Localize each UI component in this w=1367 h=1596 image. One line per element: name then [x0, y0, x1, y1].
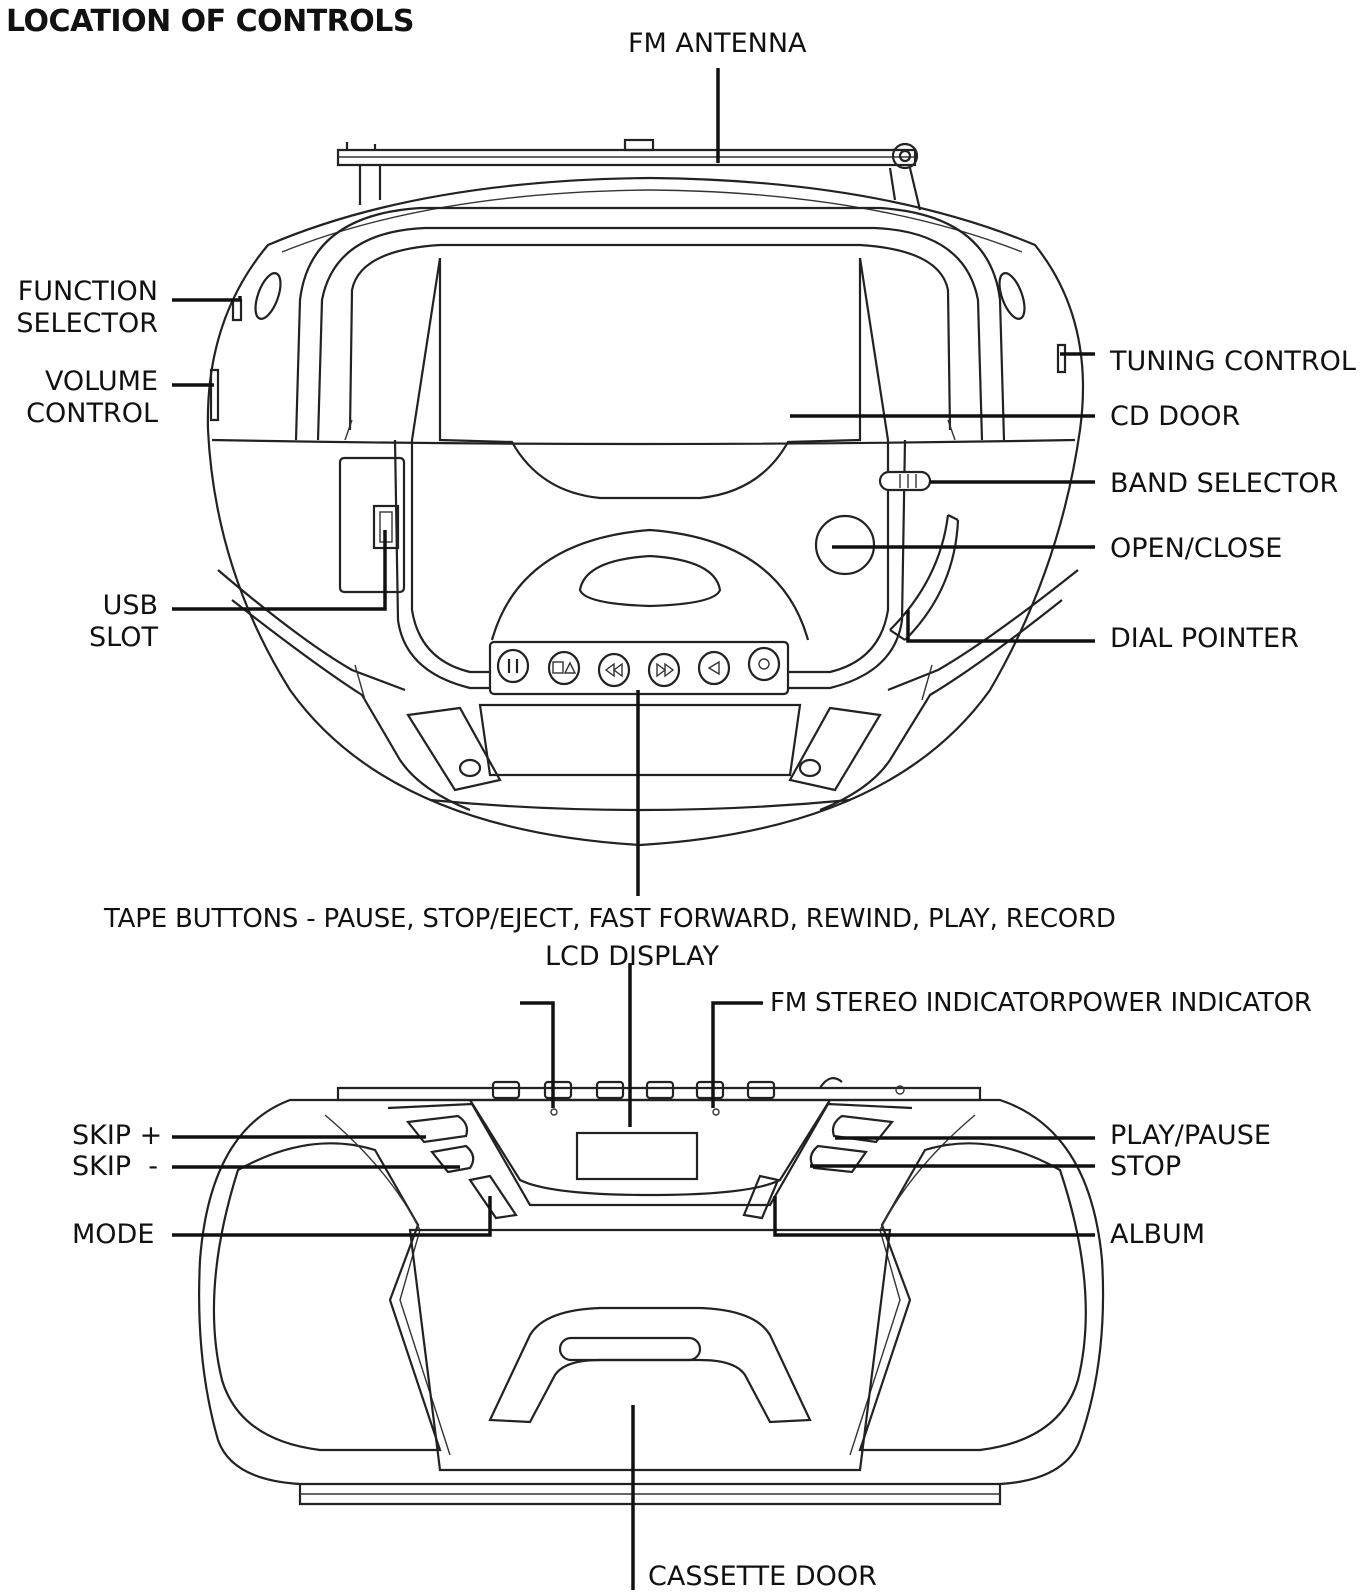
- page-title: LOCATION OF CONTROLS: [6, 4, 415, 39]
- leader-lines: [172, 68, 1095, 1590]
- front-view-unit: [198, 1077, 1105, 1506]
- play-pause-button: [831, 1114, 895, 1144]
- cd-window-dome: [490, 528, 810, 641]
- label-usb-slot: USB SLOT: [89, 590, 158, 653]
- label-lcd-display: LCD DISPLAY: [545, 941, 719, 972]
- band-selector-switch: [878, 470, 932, 492]
- label-open-close: OPEN/CLOSE: [1110, 533, 1283, 564]
- pause-icon: [496, 648, 530, 684]
- album-button: [742, 1174, 780, 1220]
- record-icon: [747, 646, 781, 682]
- stop-eject-icon: [547, 650, 581, 686]
- label-mode: MODE: [72, 1219, 155, 1250]
- label-cassette-door: CASSETTE DOOR: [648, 1561, 877, 1592]
- tape-buttons: [496, 646, 781, 688]
- label-band-selector: BAND SELECTOR: [1110, 468, 1339, 499]
- label-skip-plus: SKIP +: [72, 1120, 163, 1151]
- play-icon: [697, 650, 731, 686]
- front-body-outline: [198, 1098, 1105, 1486]
- tape-button-panel: [488, 640, 790, 696]
- cassette-door-outline: [408, 1228, 892, 1472]
- open-close-button: [814, 514, 876, 576]
- mode-button: [468, 1174, 518, 1220]
- skip-minus-button: [429, 1144, 475, 1174]
- usb-panel: [338, 456, 406, 594]
- label-skip-minus: SKIP -: [72, 1151, 158, 1182]
- center-control-panel: [469, 1099, 831, 1197]
- top-buttons-row: [491, 1080, 776, 1100]
- label-dial-pointer: DIAL POINTER: [1110, 623, 1299, 654]
- label-fm-antenna: FM ANTENNA: [628, 28, 807, 59]
- skip-plus-button: [405, 1114, 469, 1144]
- cd-door-panel: [438, 258, 862, 500]
- label-volume-control: VOLUME CONTROL: [26, 366, 158, 429]
- label-play-pause: PLAY/PAUSE: [1110, 1120, 1271, 1151]
- dial-window: [889, 514, 950, 631]
- label-cd-door: CD DOOR: [1110, 401, 1241, 432]
- fm-antenna-rod: [336, 138, 922, 211]
- label-function-selector: FUNCTION SELECTOR: [16, 276, 158, 339]
- label-fm-stereo-power-indicator: FM STEREO INDICATORPOWER INDICATOR: [770, 988, 1312, 1018]
- lcd-screen: [575, 1131, 699, 1181]
- label-tape-buttons: TAPE BUTTONS - PAUSE, STOP/EJECT, FAST F…: [104, 904, 1116, 934]
- top-body-outline: [206, 176, 1085, 847]
- right-speaker: [858, 1142, 1087, 1452]
- label-tuning-control: TUNING CONTROL: [1110, 346, 1356, 377]
- handle: [294, 206, 1006, 441]
- label-stop: STOP: [1110, 1151, 1182, 1182]
- stop-button: [809, 1144, 868, 1174]
- left-speaker: [212, 1142, 442, 1452]
- label-album: ALBUM: [1110, 1219, 1206, 1250]
- top-view-unit: [206, 138, 1085, 847]
